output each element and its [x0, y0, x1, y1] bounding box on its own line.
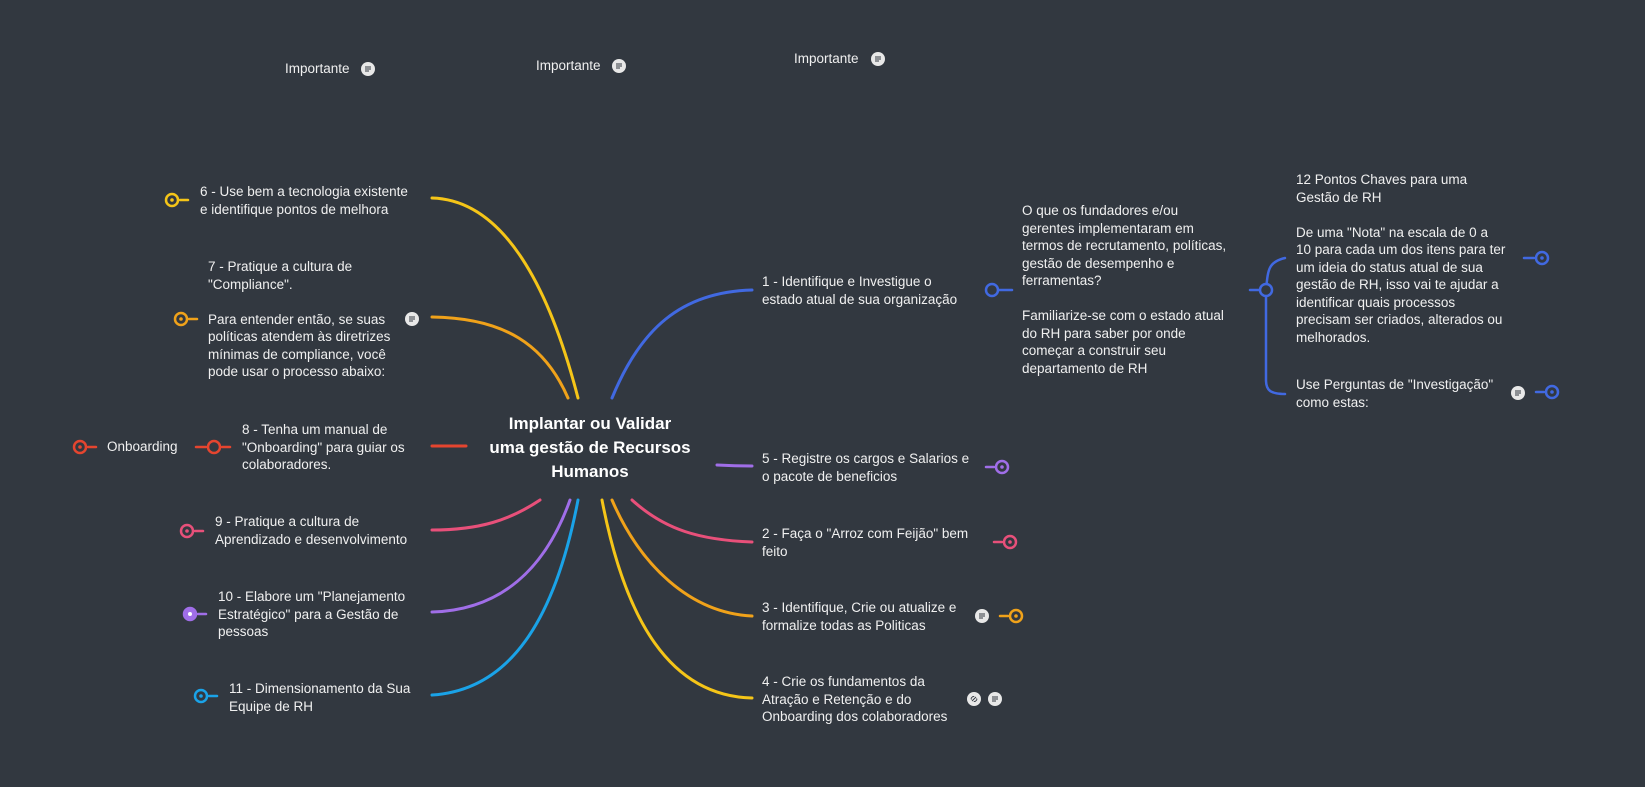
floating-label[interactable]: Importante — [794, 51, 859, 66]
marker-dot — [185, 529, 189, 533]
topic-b8[interactable]: 8 - Tenha um manual de "Onboarding" para… — [242, 422, 405, 472]
topic-b8-onboarding[interactable]: Onboarding — [107, 439, 178, 454]
floating-label-text: Importante — [285, 61, 350, 76]
note-icon[interactable] — [361, 62, 375, 76]
connector-b1-leaf2 — [1264, 288, 1287, 396]
topic-b7[interactable]: 7 - Pratique a cultura de "Compliance". … — [208, 259, 391, 379]
topic-b1-detail[interactable]: O que os fundadores e/ou gerentes implem… — [1022, 203, 1227, 376]
topic-b1-leaf-key-points[interactable]: 12 Pontos Chaves para uma Gestão de RH D… — [1296, 172, 1506, 345]
connector-b3 — [610, 498, 754, 618]
note-icon[interactable] — [405, 312, 419, 326]
floating-label[interactable]: Importante — [536, 58, 601, 73]
marker-dot — [170, 198, 174, 202]
topic-b1-leaf-questions[interactable]: Use Perguntas de "Investigação" como est… — [1296, 377, 1494, 410]
topic-b5[interactable]: 5 - Registre os cargos e Salarios e o pa… — [762, 451, 970, 484]
note-icon[interactable] — [871, 52, 885, 66]
note-icon[interactable] — [1511, 386, 1525, 400]
marker-dot — [199, 694, 203, 698]
topic-b11[interactable]: 11 - Dimensionamento da Sua Equipe de RH — [229, 681, 411, 714]
floating-label-text: Importante — [536, 58, 601, 73]
marker-dot — [1008, 540, 1012, 544]
connector-b1 — [610, 288, 754, 400]
topic-b10[interactable]: 10 - Elabore um "Planejamento Estratégic… — [218, 589, 406, 639]
connector-b11 — [430, 498, 580, 697]
collapse-icon[interactable] — [1258, 282, 1274, 298]
marker-dot — [1540, 256, 1544, 260]
connector-b2 — [630, 498, 754, 544]
note-icon[interactable] — [975, 609, 989, 623]
marker-dot — [1550, 390, 1554, 394]
topic-b9[interactable]: 9 - Pratique a cultura de Aprendizado e … — [215, 514, 408, 547]
marker-dot — [179, 317, 183, 321]
topic-b4[interactable]: 4 - Crie os fundamentos da Atração e Ret… — [762, 674, 948, 724]
topic-b2[interactable]: 2 - Faça o "Arroz com Feijão" bem feito — [762, 526, 969, 559]
collapse-icon[interactable] — [984, 282, 1000, 298]
marker-dot — [1000, 465, 1004, 469]
note-icon[interactable] — [988, 692, 1002, 706]
floating-label-text: Importante — [794, 51, 859, 66]
note-icon[interactable] — [612, 59, 626, 73]
connector-b7 — [430, 315, 570, 400]
marker-dot — [188, 612, 192, 616]
topic-b3[interactable]: 3 - Identifique, Crie ou atualize e form… — [762, 600, 957, 633]
connector-b4 — [600, 498, 754, 700]
central-topic[interactable]: Implantar ou Validar uma gestão de Recur… — [489, 414, 691, 481]
connector-b9 — [430, 498, 542, 532]
link-icon[interactable] — [967, 692, 981, 706]
collapse-icon[interactable] — [206, 439, 222, 455]
floating-label[interactable]: Importante — [285, 61, 350, 76]
marker-dot — [78, 445, 82, 449]
connector-b5 — [715, 463, 754, 468]
marker-dot — [1014, 614, 1018, 618]
topic-b6[interactable]: 6 - Use bem a tecnologia existente e ide… — [200, 184, 408, 217]
topic-b1[interactable]: 1 - Identifique e Investigue o estado at… — [762, 274, 958, 307]
connector-b10 — [430, 498, 572, 614]
connector-b6 — [430, 196, 580, 400]
